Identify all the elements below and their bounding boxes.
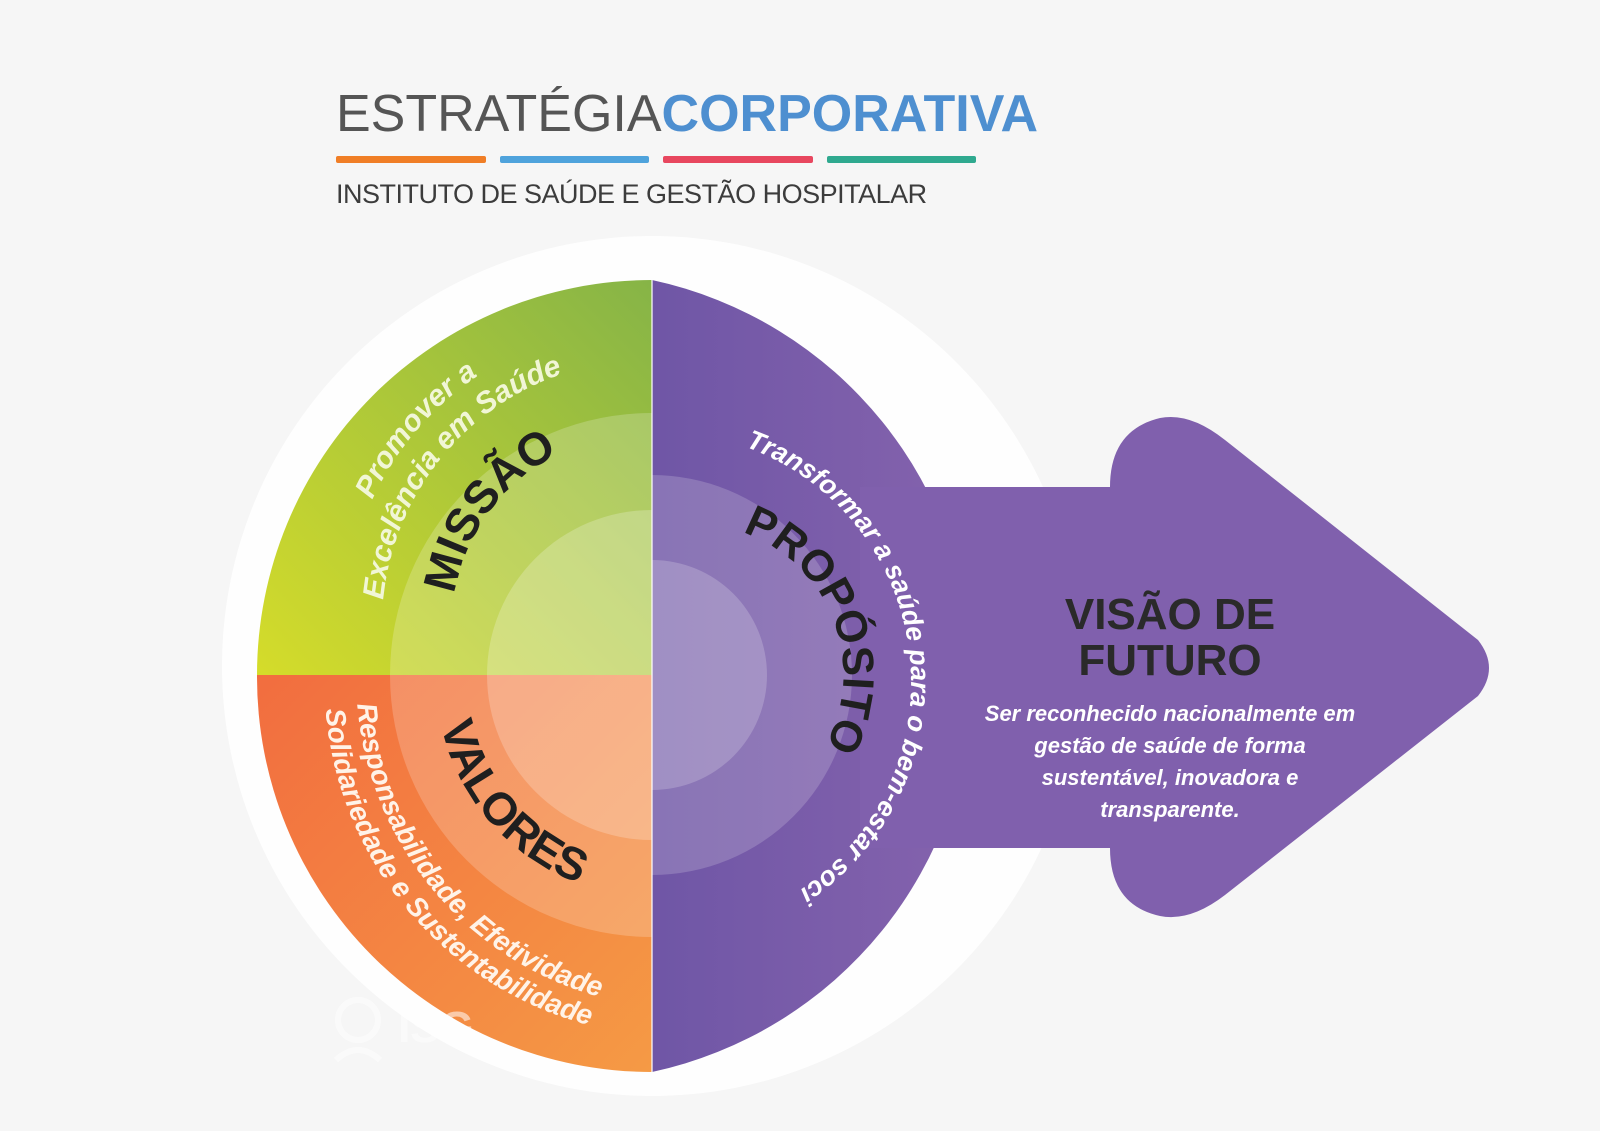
title-light: ESTRATÉGIA [336, 85, 662, 143]
missao-segment [257, 280, 652, 675]
core-ring-left [487, 510, 652, 840]
color-rule [336, 156, 976, 163]
subtitle: INSTITUTO DE SAÚDE E GESTÃO HOSPITALAR [336, 179, 927, 209]
proposito-segment [652, 280, 973, 1072]
rule-bar-orange [336, 156, 486, 163]
isg-logo-watermark: ISG [333, 997, 474, 1063]
watermark-text: ISG [398, 1003, 474, 1052]
inner-ring-left [390, 413, 652, 937]
core-ring-right [652, 560, 767, 790]
visao-text: Ser reconhecido nacionalmente em gestão … [984, 701, 1356, 822]
title-bold: CORPORATIVA [661, 85, 1039, 143]
rule-bar-green [826, 156, 976, 163]
watermark-head-icon [335, 997, 381, 1043]
arrow-band [860, 487, 1120, 848]
rule-bar-blue [499, 156, 649, 163]
title-block: ESTRATÉGIACORPORATIVA INSTITUTO DE SAÚDE… [336, 84, 1038, 210]
watermark-wave-icon [333, 1047, 383, 1063]
valores-segment [256, 675, 652, 1072]
rule-bar-red [663, 156, 813, 163]
visao-title: VISÃO DE FUTURO [980, 592, 1360, 684]
inner-ring-right [652, 475, 852, 875]
visao-title-line2: FUTURO [1078, 636, 1262, 685]
page-title: ESTRATÉGIACORPORATIVA [336, 84, 1038, 144]
visao-title-line1: VISÃO DE [1064, 590, 1276, 639]
